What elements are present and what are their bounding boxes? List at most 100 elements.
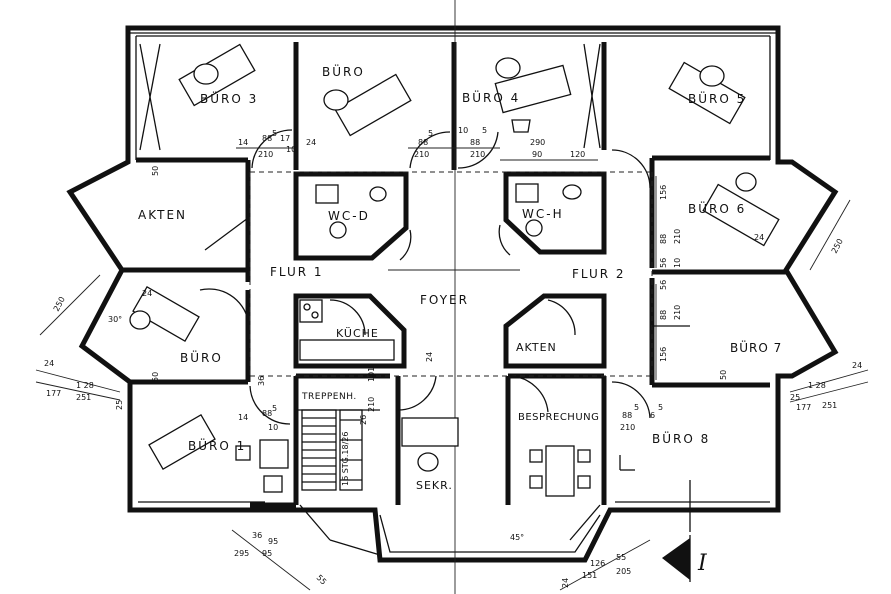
dim-36b: 36 bbox=[252, 531, 262, 540]
room-label-akten-left: AKTEN bbox=[138, 208, 187, 222]
room-label-flur1: FLUR 1 bbox=[270, 265, 324, 279]
dim-250-right: 250 bbox=[830, 237, 845, 255]
dim-24e: 24 bbox=[561, 578, 570, 588]
dim-95b: 95 bbox=[262, 549, 272, 558]
dim-210b: 210 bbox=[414, 150, 429, 159]
dim-128-left: 1 28 bbox=[76, 381, 94, 390]
room-label-buero6: BÜRO 6 bbox=[688, 200, 746, 216]
dim-128-right: 1 28 bbox=[808, 381, 826, 390]
room-label-buero1: BÜRO 1 bbox=[188, 437, 246, 453]
dim-95a: 95 bbox=[268, 537, 278, 546]
dim-88a: 88 bbox=[262, 134, 272, 143]
dim-210a: 210 bbox=[258, 150, 273, 159]
dim-25-left: 25 bbox=[115, 400, 124, 410]
dim-88g: 88 bbox=[622, 411, 632, 420]
dim-36: 36 bbox=[257, 376, 266, 386]
dim-10d: 10 bbox=[268, 423, 278, 432]
door-swings bbox=[199, 129, 690, 425]
dim-88e: 88 bbox=[659, 310, 668, 320]
dim-10a: 10 bbox=[286, 145, 296, 154]
dim-24d: 24 bbox=[425, 352, 434, 362]
dim-177-right: 177 bbox=[796, 403, 811, 412]
dim-55a: 55 bbox=[315, 573, 329, 587]
room-label-buero4: BÜRO 4 bbox=[462, 89, 520, 105]
room-label-akten-right: AKTEN bbox=[516, 341, 557, 354]
dim-295: 295 bbox=[234, 549, 249, 558]
dim-126: 126 bbox=[590, 559, 605, 568]
dim-14a: 14 bbox=[238, 138, 248, 147]
dim-50d: 50 bbox=[151, 372, 160, 382]
dim-151: 151 bbox=[582, 571, 597, 580]
dim-10c: 10 bbox=[673, 258, 682, 268]
room-label-buero8: BÜRO 8 bbox=[652, 430, 710, 446]
dim-251-right: 251 bbox=[822, 401, 837, 410]
dim-210c: 210 bbox=[470, 150, 485, 159]
room-label-wc-h: WC-H bbox=[522, 207, 564, 221]
room-label-wc-d: WC-D bbox=[328, 209, 370, 223]
dim-210g: 210 bbox=[620, 423, 635, 432]
dim-5b: 5 bbox=[428, 129, 433, 138]
room-label-buero5: BÜRO 5 bbox=[688, 90, 746, 106]
dim-88f: 88 bbox=[262, 409, 272, 418]
dim-17a: 17 bbox=[280, 134, 290, 143]
dim-26: 26 bbox=[359, 415, 368, 425]
dim-88d: 88 bbox=[659, 234, 668, 244]
room-label-treppenh: TREPPENH. bbox=[301, 392, 357, 402]
section-marker: I bbox=[619, 455, 708, 582]
dim-24c: 24 bbox=[142, 289, 152, 298]
stairs-label: 16 STG.18/26 bbox=[341, 432, 350, 486]
room-label-flur2: FLUR 2 bbox=[572, 267, 626, 281]
dim-205: 205 bbox=[616, 567, 631, 576]
staircase bbox=[296, 409, 380, 491]
interior-walls bbox=[120, 42, 786, 508]
room-label-kueche: KÜCHE bbox=[336, 327, 379, 340]
dim-210f: 210 bbox=[367, 397, 376, 412]
dim-25-right: 25 bbox=[790, 393, 800, 402]
room-label-buero3: BÜRO 3 bbox=[200, 90, 258, 106]
room-labels: BÜRO 3 BÜRO BÜRO 4 BÜRO 5 AKTEN WC-D WC-… bbox=[138, 63, 782, 492]
room-label-sekr: SEKR. bbox=[416, 479, 453, 492]
dim-24b: 24 bbox=[754, 233, 764, 242]
dim-90: 90 bbox=[532, 150, 542, 159]
room-label-buero7: BÜRO 7 bbox=[730, 339, 782, 355]
dim-5e: 5 bbox=[634, 403, 639, 412]
section-mark-label: I bbox=[697, 551, 708, 576]
dim-50a: 50 bbox=[151, 166, 160, 176]
dim-56a: 56 bbox=[659, 258, 668, 268]
axis-lines bbox=[249, 0, 653, 594]
dim-156a: 156 bbox=[659, 185, 668, 200]
dim-6: 6 bbox=[650, 411, 655, 420]
dim-24-left: 24 bbox=[44, 359, 54, 368]
dim-5f: 5 bbox=[658, 403, 663, 412]
dim-210e: 210 bbox=[673, 305, 682, 320]
dim-120: 120 bbox=[570, 150, 585, 159]
dim-88b: 88 bbox=[418, 138, 428, 147]
furniture bbox=[129, 43, 780, 497]
room-label-foyer: FOYER bbox=[420, 293, 469, 307]
dim-45-degrees: 45° bbox=[510, 533, 524, 542]
dim-210d: 210 bbox=[673, 229, 682, 244]
dim-251-left: 251 bbox=[76, 393, 91, 402]
room-label-buero: BÜRO bbox=[322, 63, 365, 79]
room-label-besprechung: BESPRECHUNG bbox=[518, 412, 599, 423]
dimension-lines bbox=[35, 147, 869, 591]
dim-290: 290 bbox=[530, 138, 545, 147]
dim-88c: 88 bbox=[470, 138, 480, 147]
dim-156b: 156 bbox=[659, 347, 668, 362]
dim-56b: 56 bbox=[659, 280, 668, 290]
outer-walls bbox=[66, 25, 839, 563]
dim-24a: 24 bbox=[306, 138, 316, 147]
dim-5d: 5 bbox=[272, 404, 277, 413]
room-label-buero-left: BÜRO bbox=[180, 349, 223, 365]
dim-30-degrees: 30° bbox=[108, 315, 122, 324]
dimension-texts: 14 88 5 17 24 210 10 210 88 5 10 88 5 29… bbox=[44, 126, 862, 588]
dim-24-right: 24 bbox=[852, 361, 862, 370]
dim-177-left: 177 bbox=[46, 389, 61, 398]
dim-5c: 5 bbox=[482, 126, 487, 135]
dim-5a: 5 bbox=[272, 129, 277, 138]
dim-10b: 10 bbox=[458, 126, 468, 135]
dim-55b: 55 bbox=[616, 553, 626, 562]
dim-50c: 50 bbox=[719, 370, 728, 380]
dim-14b: 14 bbox=[238, 413, 248, 422]
